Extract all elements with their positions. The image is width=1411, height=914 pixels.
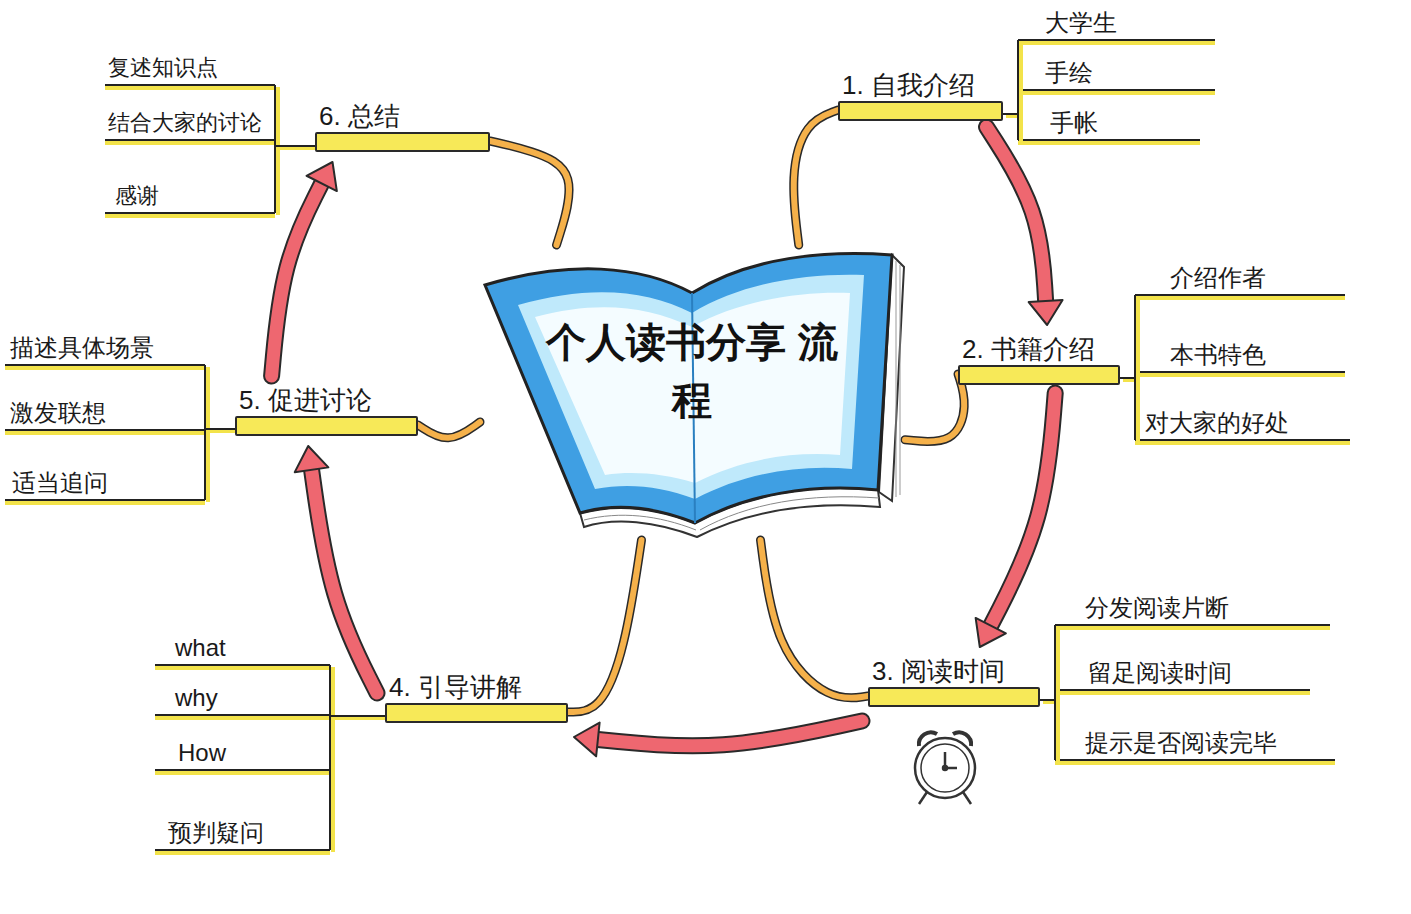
branch-item: 感谢 bbox=[115, 181, 159, 211]
branch-item: 本书特色 bbox=[1170, 340, 1266, 370]
branch-item: what bbox=[175, 633, 226, 663]
step-title: 2. 书籍介绍 bbox=[958, 333, 1120, 365]
branch-curve bbox=[905, 374, 964, 442]
step-title: 5. 促进讨论 bbox=[235, 384, 418, 416]
flow-arrow bbox=[272, 162, 337, 376]
yellow-bar bbox=[385, 703, 568, 723]
step-branch: 3. 阅读时间 bbox=[868, 655, 1040, 707]
branch-item: 预判疑问 bbox=[168, 818, 264, 848]
branch-curve bbox=[568, 540, 642, 712]
branch-item: 手绘 bbox=[1045, 58, 1093, 88]
branch-curve bbox=[794, 110, 838, 245]
branch-item: 提示是否阅读完毕 bbox=[1085, 728, 1277, 758]
yellow-bar bbox=[958, 365, 1120, 385]
flow-arrow bbox=[574, 721, 862, 756]
step-branch: 4. 引导讲解 bbox=[385, 671, 568, 723]
alarm-clock bbox=[915, 732, 975, 804]
branch-item: How bbox=[178, 738, 226, 768]
step-branch: 2. 书籍介绍 bbox=[958, 333, 1120, 385]
branch-item: 留足阅读时间 bbox=[1088, 658, 1232, 688]
step-title: 3. 阅读时间 bbox=[868, 655, 1040, 687]
branch-item: 复述知识点 bbox=[108, 53, 218, 83]
yellow-bar bbox=[315, 132, 490, 152]
branch-item: 描述具体场景 bbox=[10, 333, 154, 363]
label-brackets bbox=[5, 40, 1350, 853]
center-title: 个人读书分享 流程 bbox=[542, 313, 842, 429]
step-title: 4. 引导讲解 bbox=[385, 671, 568, 703]
yellow-bar bbox=[838, 101, 1003, 121]
center-book: 个人读书分享 流程 bbox=[480, 245, 905, 540]
branch-curve bbox=[418, 422, 480, 438]
step-title: 6. 总结 bbox=[315, 100, 490, 132]
branch-item: 结合大家的讨论 bbox=[108, 108, 262, 138]
branch-item: 对大家的好处 bbox=[1145, 408, 1289, 438]
flow-arrow bbox=[295, 446, 377, 693]
branch-item: 分发阅读片断 bbox=[1085, 593, 1229, 623]
step-title: 1. 自我介绍 bbox=[838, 69, 1003, 101]
branch-item: why bbox=[175, 683, 218, 713]
step-branch: 6. 总结 bbox=[315, 100, 490, 152]
yellow-bar bbox=[868, 687, 1040, 707]
branch-item: 激发联想 bbox=[10, 398, 106, 428]
step-branch: 5. 促进讨论 bbox=[235, 384, 418, 436]
flow-arrow bbox=[987, 127, 1063, 325]
branch-item: 介绍作者 bbox=[1170, 263, 1266, 293]
flow-arrow bbox=[976, 393, 1056, 647]
branch-curve bbox=[761, 540, 869, 698]
branch-item: 手帐 bbox=[1050, 108, 1098, 138]
step-branch: 1. 自我介绍 bbox=[838, 69, 1003, 121]
branch-item: 大学生 bbox=[1045, 8, 1117, 38]
yellow-bar bbox=[235, 416, 418, 436]
branch-item: 适当追问 bbox=[12, 468, 108, 498]
branch-curve bbox=[490, 141, 569, 245]
